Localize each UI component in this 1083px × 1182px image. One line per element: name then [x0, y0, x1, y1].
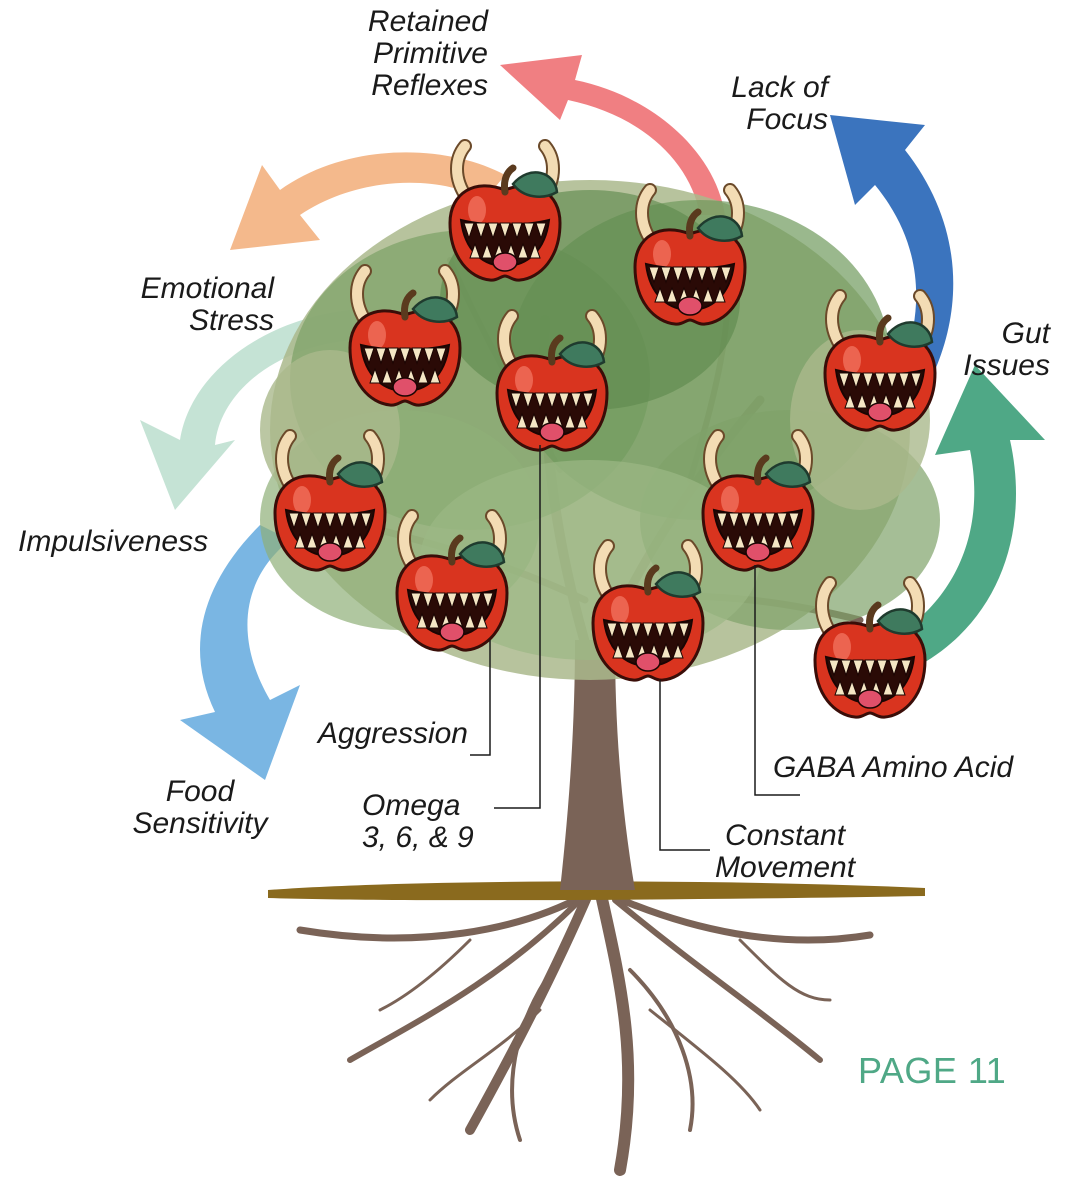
label-gaba: GABA Amino Acid: [773, 751, 1014, 784]
leader-lines: [470, 445, 800, 851]
arrow-food-sensitivity: [180, 525, 300, 780]
monster-apple-icon: [448, 139, 562, 282]
label-lack-of-focus: Lack of Focus: [731, 71, 828, 136]
monster-apple-icon: [495, 309, 609, 452]
monster-apple-icon: [348, 264, 462, 407]
roots: [296, 884, 874, 1176]
arrow-emotional-stress: [230, 152, 505, 250]
monster-apple-icon: [823, 289, 937, 432]
monster-apple-icon: [813, 576, 927, 719]
arrow-impulsiveness: [140, 310, 355, 510]
arrow-retained-reflexes: [500, 55, 725, 215]
apples: [273, 139, 937, 719]
label-emotional-stress: Emotional Stress: [140, 272, 274, 337]
leader-constant-movement: [659, 680, 710, 851]
monster-apple-icon: [395, 509, 509, 652]
page-number: PAGE 11: [858, 1050, 1007, 1091]
leader-gaba: [754, 565, 800, 796]
label-constant-movement: Constant Movement: [714, 819, 856, 884]
label-impulsiveness: Impulsiveness: [18, 525, 209, 558]
monster-apple-icon: [273, 429, 387, 572]
label-omega: Omega 3, 6, & 9: [362, 789, 474, 854]
arrow-gut-issues: [905, 365, 1045, 665]
label-gut-issues: Gut Issues: [963, 317, 1050, 382]
label-food-sensitivity: Food Sensitivity: [132, 775, 268, 840]
monster-apple-icon: [591, 539, 705, 682]
leader-aggression: [470, 640, 491, 756]
label-retained-reflexes: Retained Primitive Reflexes: [367, 5, 488, 102]
leader-omega: [494, 445, 541, 809]
label-aggression: Aggression: [317, 717, 468, 750]
monster-apple-icon: [633, 183, 747, 326]
monster-apple-icon: [701, 429, 815, 572]
ground-line: [268, 881, 925, 901]
